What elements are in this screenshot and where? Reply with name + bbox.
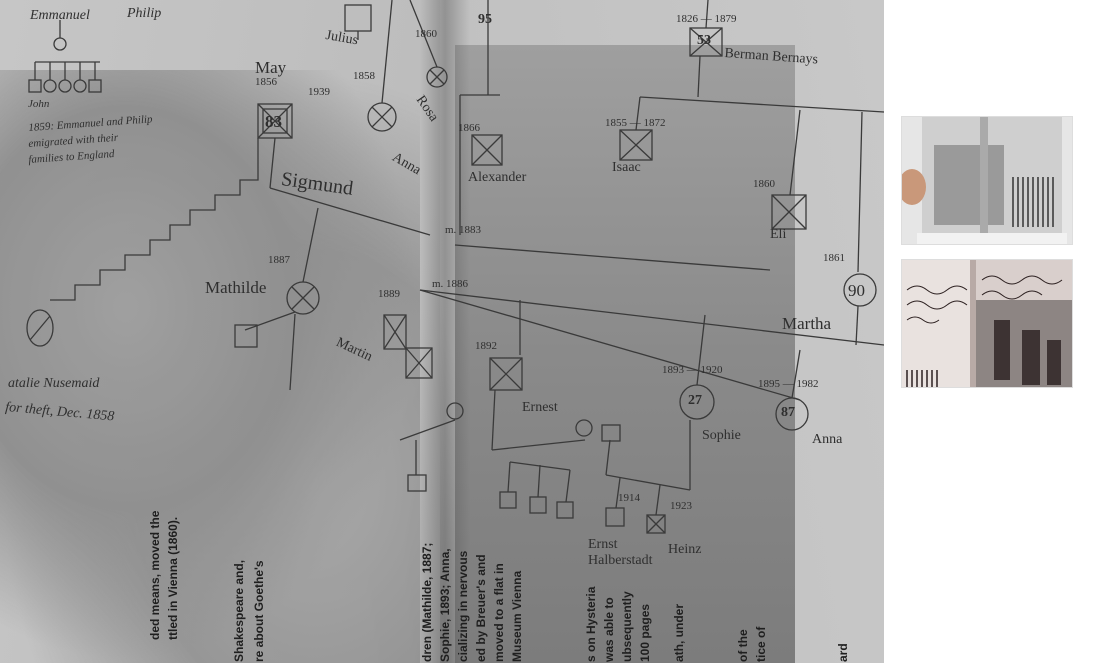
name-john: John [28, 98, 50, 110]
column-text-14: 100 pages [638, 603, 652, 662]
column-text-18: ard [836, 643, 850, 662]
name-martha: Martha [782, 314, 832, 333]
column-text-1: ded means, moved the [148, 510, 162, 640]
sophie-age: 27 [688, 393, 702, 408]
column-text-11: s on Hysteria [584, 586, 598, 662]
thumbnail-2[interactable] [901, 259, 1073, 388]
date-sophie: 1893 — 1920 [662, 364, 723, 376]
date-isaac: 1855 — 1872 [605, 117, 666, 129]
label-may: May [255, 58, 287, 77]
date-mathilde: 1887 [268, 254, 290, 266]
date-eli: 1860 [753, 178, 775, 190]
date-alexander: 1866 [458, 122, 480, 134]
column-text-10: Museum Vienna [510, 570, 524, 662]
name-alexander: Alexander [468, 170, 527, 185]
date-anna-1858: 1858 [353, 70, 375, 82]
sigmund-age: 83 [265, 112, 282, 131]
date-julius: 1860 [415, 28, 437, 40]
column-text-16: of the [736, 629, 750, 662]
name-ernest: Ernest [522, 400, 558, 415]
date-heinz: 1923 [670, 500, 692, 512]
date-anna-1895: 1895 — 1982 [758, 378, 819, 390]
anna-age: 87 [781, 405, 795, 420]
name-heinz: Heinz [668, 542, 702, 557]
name-isaac: Isaac [612, 160, 641, 175]
name-anna-daughter: Anna [812, 432, 843, 447]
name-ernst-halberstadt: Ernst Halberstadt [588, 537, 653, 568]
age-95: 95 [478, 12, 492, 27]
sigmund-birth: 1856 [255, 76, 277, 88]
column-text-6: Sophie, 1893; Anna, [438, 548, 452, 662]
thumbnail-1-image [902, 117, 1072, 244]
column-text-4: re about Goethe's [252, 560, 266, 662]
column-text-5: dren (Mathilde, 1887; [420, 542, 434, 662]
name-eli: Eli [770, 227, 787, 242]
column-text-2: ttled in Vienna (1860). [166, 516, 180, 640]
marriage-1883: m. 1883 [445, 224, 482, 236]
family-photo-panel [455, 45, 795, 663]
martha-age: 90 [848, 281, 865, 300]
column-text-7: cializing in nervous [456, 550, 470, 662]
column-text-13: ubsequently [620, 591, 634, 662]
name-emmanuel: Emmanuel [30, 8, 90, 23]
column-text-8: ed by Breuer's and [474, 554, 488, 662]
family-tree-lines [26, 0, 884, 534]
name-sophie: Sophie [702, 428, 741, 443]
date-martha: 1861 [823, 252, 845, 264]
column-text-9: moved to a flat in [492, 563, 506, 662]
column-text-15: ath, under [672, 603, 686, 662]
date-ernst: 1914 [618, 492, 640, 504]
date-martin: 1889 [378, 288, 400, 300]
caption-natalie: atalie Nusemaid [8, 376, 100, 391]
column-text-3: Shakespeare and, [232, 559, 246, 662]
column-text-17: tice of [754, 626, 768, 662]
column-text-12: was able to [602, 597, 616, 662]
thumbnail-1[interactable] [901, 116, 1073, 245]
berman-age: 53 [697, 33, 711, 48]
marriage-1886: m. 1886 [432, 278, 469, 290]
date-berman: 1826 — 1879 [676, 13, 737, 25]
thumbnail-2-image [902, 260, 1072, 387]
sigmund-death: 1939 [308, 86, 330, 98]
portrait-collage [0, 70, 420, 663]
book-gutter [420, 0, 470, 663]
name-philip: Philip [127, 6, 162, 21]
name-mathilde: Mathilde [205, 278, 267, 297]
main-photo: Emmanuel Philip John 1859: Emmanuel and … [0, 0, 884, 663]
date-ernest: 1892 [475, 340, 497, 352]
